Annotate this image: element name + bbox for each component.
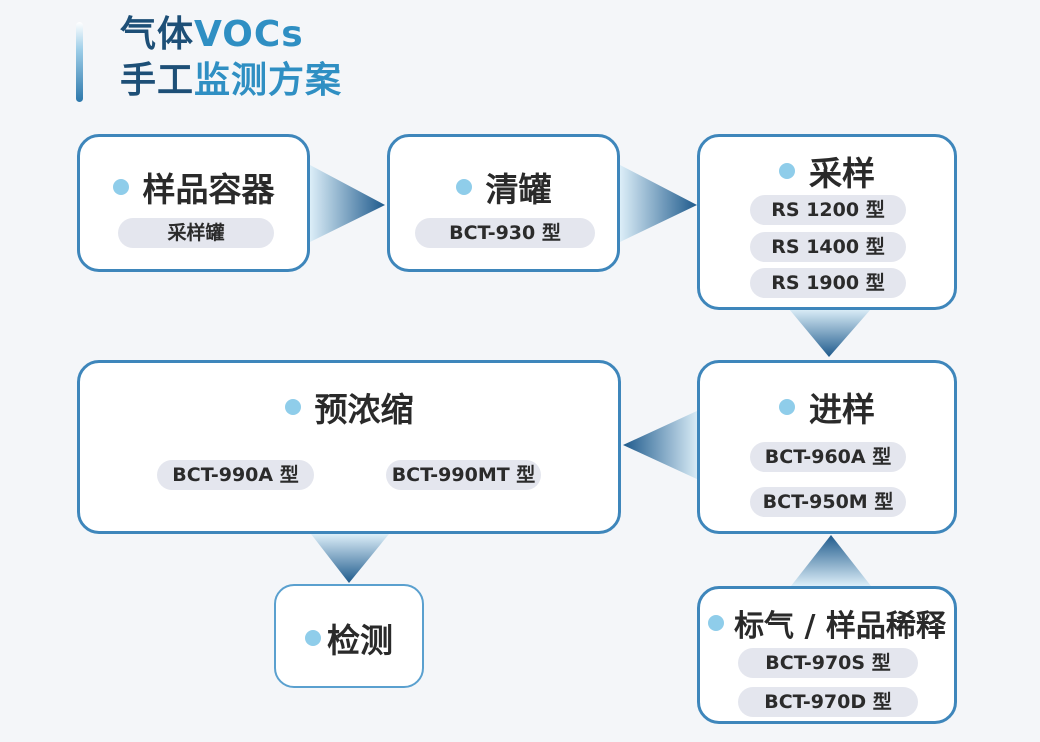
arrow-dilution-to-injection	[791, 535, 871, 586]
arrow-injection-to-preconcentration	[623, 410, 699, 480]
model-pill: RS 1900 型	[750, 268, 906, 298]
arrow-sampling-to-injection	[789, 309, 871, 357]
node-cleaning: 清罐 BCT-930 型	[387, 134, 620, 272]
node-label: 清罐	[485, 170, 552, 209]
bullet-dot-icon	[779, 399, 795, 415]
arrow-container-to-cleaning	[310, 165, 385, 242]
bullet-dot-icon	[455, 179, 472, 195]
model-pill: BCT-950M 型	[750, 487, 906, 517]
model-pill: BCT-960A 型	[750, 442, 906, 472]
bullet-dot-icon	[284, 399, 301, 415]
model-pill: BCT-970D 型	[738, 687, 918, 717]
bullet-dot-icon	[779, 163, 795, 179]
model-pill: RS 1400 型	[750, 232, 906, 262]
bullet-dot-icon	[305, 630, 321, 646]
page-title-line2: 手工监测方案	[120, 60, 343, 101]
node-label: 样品容器	[142, 170, 275, 209]
arrow-cleaning-to-sampling	[620, 165, 697, 242]
bullet-dot-icon	[708, 615, 725, 631]
node-label: 预浓缩	[314, 390, 414, 429]
arrow-preconcentration-to-detection	[311, 534, 389, 583]
node-preconcentration: 预浓缩 BCT-990A 型 BCT-990MT 型	[77, 360, 621, 534]
node-label: 采样	[809, 154, 875, 193]
node-dilution: 标气 / 样品稀释 BCT-970S 型 BCT-970D 型	[697, 586, 957, 724]
model-pill: 采样罐	[118, 218, 274, 248]
node-sampling: 采样 RS 1200 型 RS 1400 型 RS 1900 型	[697, 134, 957, 310]
node-label: 进样	[809, 390, 875, 429]
node-sample-container: 样品容器 采样罐	[77, 134, 310, 272]
node-label: 标气 / 样品稀释	[734, 609, 946, 644]
model-pill: BCT-990MT 型	[386, 460, 541, 490]
model-pill: BCT-990A 型	[157, 460, 314, 490]
page-title-line1: 气体VOCs	[120, 14, 304, 55]
node-injection: 进样 BCT-960A 型 BCT-950M 型	[697, 360, 957, 534]
node-detection: 检测	[274, 584, 424, 688]
model-pill: RS 1200 型	[750, 195, 906, 225]
model-pill: BCT-970S 型	[738, 648, 918, 678]
bullet-dot-icon	[112, 179, 129, 195]
node-label: 检测	[327, 621, 393, 660]
model-pill: BCT-930 型	[415, 218, 595, 248]
title-accent-bar	[76, 22, 83, 102]
